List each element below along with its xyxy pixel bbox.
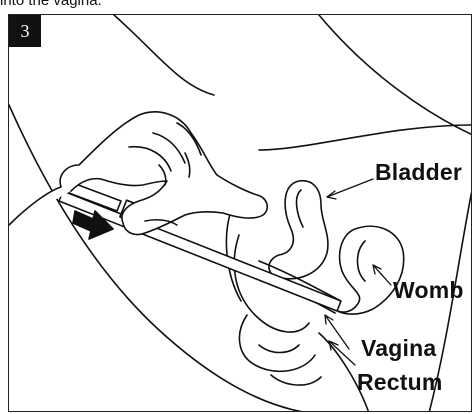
caption-text: into the vagina.: [0, 0, 102, 9]
bladder-inner: [297, 190, 303, 227]
bladder-leader: [327, 179, 373, 197]
body-contour-right: [319, 15, 472, 135]
hand-outline: [9, 112, 267, 235]
body-contour-upper: [114, 15, 214, 95]
step-number-badge: 3: [9, 15, 41, 47]
illustration-frame: 3 Bladder Womb Vagina Rectum: [8, 14, 472, 412]
womb-inner: [358, 241, 366, 281]
vagina-label: Vagina: [361, 335, 436, 362]
bladder-shape: [269, 181, 328, 279]
rectum-loops: [234, 235, 321, 385]
bladder-label: Bladder: [375, 159, 462, 186]
womb-leader: [373, 265, 391, 285]
pelvis-contour: [259, 125, 472, 150]
womb-label: Womb: [393, 277, 464, 304]
rectum-label: Rectum: [357, 369, 443, 396]
